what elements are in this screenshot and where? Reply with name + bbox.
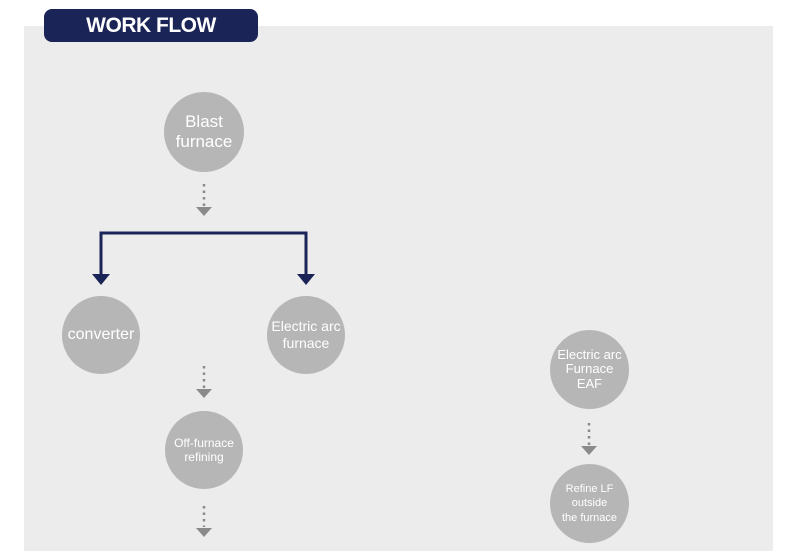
node-refine-lf: Refine LF outside the furnace xyxy=(550,464,629,543)
diagram-panel xyxy=(24,26,773,551)
node-electric-arc-furnace-label: Electric arc furnace xyxy=(271,318,341,351)
dotted-arrow-2 xyxy=(196,366,212,398)
dotted-arrow-1 xyxy=(196,184,212,216)
node-electric-arc-furnace-eaf: Electric arc Furnace EAF xyxy=(550,330,629,409)
work-flow-header: WORK FLOW xyxy=(44,9,258,42)
node-electric-arc-furnace: Electric arc furnace xyxy=(267,296,345,374)
node-converter: converter xyxy=(62,296,140,374)
node-converter-label: converter xyxy=(67,325,135,343)
header-title: WORK FLOW xyxy=(86,13,216,37)
node-eaf-label: Electric arc Furnace EAF xyxy=(557,347,622,391)
node-off-furnace-refining: Off-furnace refining xyxy=(165,411,243,489)
node-blast-furnace-label: Blast furnace xyxy=(175,111,233,151)
node-off-furnace-refining-label: Off-furnace refining xyxy=(174,435,234,464)
dotted-arrow-3 xyxy=(196,506,212,537)
node-blast-furnace: Blast furnace xyxy=(164,92,244,172)
node-refine-lf-label: Refine LF outside the furnace xyxy=(561,483,618,524)
dotted-arrow-4 xyxy=(581,423,597,455)
split-connector xyxy=(92,231,315,285)
